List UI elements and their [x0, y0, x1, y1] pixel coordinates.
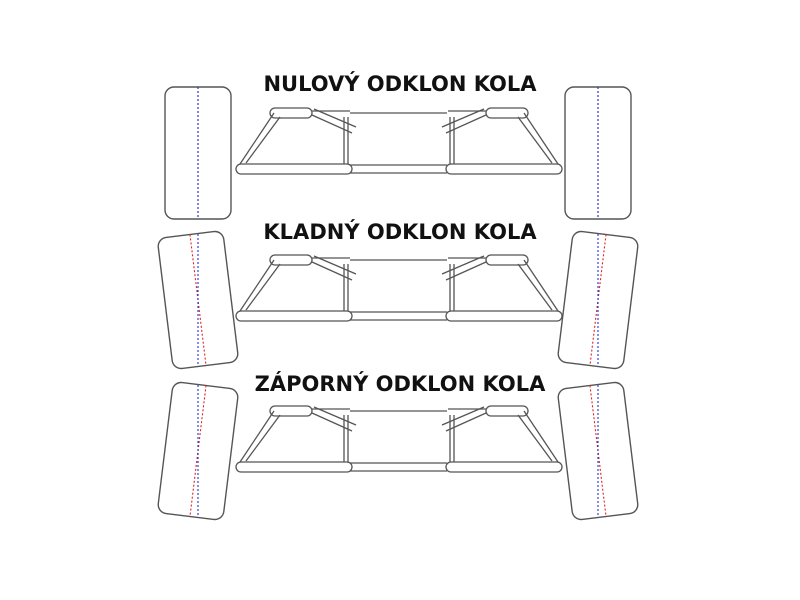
arm-line [441, 406, 485, 426]
arm-line [445, 261, 487, 281]
diagonal-strut [517, 116, 553, 164]
diagonal-strut [523, 410, 561, 466]
upper-arm-bar [269, 107, 313, 119]
upper-arm-bar [485, 254, 529, 266]
diagonal-strut [523, 259, 561, 315]
arm-line [311, 412, 353, 432]
upper-arm-bar [269, 254, 313, 266]
title-zero-camber: NULOVÝ ODKLON KOLA [263, 72, 537, 96]
diagonal-strut [517, 414, 553, 462]
diagonal-strut [523, 112, 561, 168]
lower-arm-bar [445, 310, 563, 322]
lower-arm-bar [445, 163, 563, 175]
arm-line [313, 406, 357, 426]
arm-line [311, 261, 353, 281]
diagonal-strut [245, 414, 281, 462]
diagonal-strut [245, 116, 281, 164]
wishbone-icon-left [235, 107, 357, 175]
upper-arm-bar [485, 107, 529, 119]
arm-line [441, 255, 485, 275]
arm-line [441, 108, 485, 128]
lower-arm-bar [445, 461, 563, 473]
title-positive-camber: KLADNÝ ODKLON KOLA [263, 220, 537, 244]
arm-line [313, 255, 357, 275]
arm-line [445, 114, 487, 134]
diagonal-strut [237, 112, 275, 168]
lower-arm-bar [235, 163, 353, 175]
diagonal-strut [517, 263, 553, 311]
diagonal-strut [245, 263, 281, 311]
arm-line [445, 412, 487, 432]
arm-line [311, 114, 353, 134]
wishbone-icon-right [441, 405, 563, 473]
wishbone-icon-left [235, 405, 357, 473]
diagonal-strut [237, 410, 275, 466]
arm-line [313, 108, 357, 128]
wishbone-icon-left [235, 254, 357, 322]
upper-arm-bar [269, 405, 313, 417]
diagonal-strut [237, 259, 275, 315]
wishbone-icon-right [441, 254, 563, 322]
upper-arm-bar [485, 405, 529, 417]
wishbone-icon-right [441, 107, 563, 175]
title-negative-camber: ZÁPORNÝ ODKLON KOLA [254, 372, 546, 396]
lower-arm-bar [235, 310, 353, 322]
lower-arm-bar [235, 461, 353, 473]
